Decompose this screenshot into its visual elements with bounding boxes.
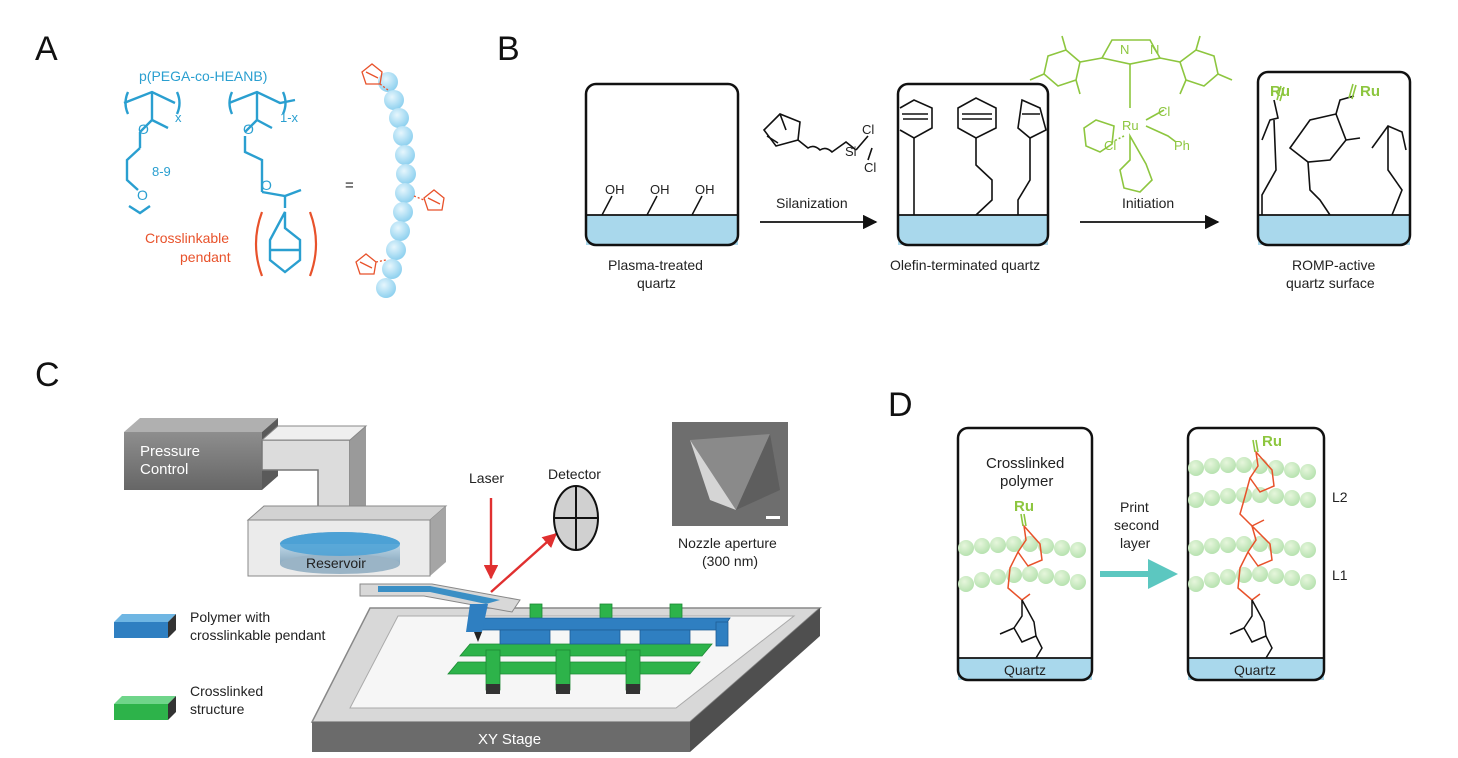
reflected-beam bbox=[490, 533, 558, 593]
silane-structure bbox=[762, 113, 873, 161]
arrow-label-2: second bbox=[1114, 517, 1159, 533]
pressure-label-2: Control bbox=[140, 461, 188, 478]
legend-polymer-2: crosslinkable pendant bbox=[190, 627, 326, 643]
box1-caption-1: Plasma-treated bbox=[608, 257, 703, 273]
ester-o-3: O bbox=[261, 177, 272, 193]
repeat-label: 8-9 bbox=[152, 164, 171, 179]
layer-label-l1: L1 bbox=[1332, 567, 1348, 583]
printed-lattice bbox=[447, 603, 731, 694]
box-plasma-quartz: OH OH OH bbox=[584, 82, 740, 247]
box-olefin-quartz bbox=[896, 82, 1050, 247]
polymer-name: p(PEGA-co-HEANB) bbox=[139, 68, 267, 84]
laser-label: Laser bbox=[469, 470, 504, 486]
legend-crosslinked-1: Crosslinked bbox=[190, 683, 263, 699]
cantilever bbox=[359, 583, 521, 642]
silane-cl-2: Cl bbox=[864, 160, 876, 175]
nozzle-sem-image bbox=[672, 422, 788, 526]
catalyst-structure bbox=[1029, 35, 1233, 193]
box3-ru-2: Ru bbox=[1360, 83, 1380, 100]
quartz-label-2: Quartz bbox=[1234, 662, 1276, 678]
pendant-label-2: pendant bbox=[180, 249, 231, 265]
catalyst-ru: Ru bbox=[1122, 118, 1139, 133]
panel-label-c: C bbox=[35, 356, 60, 394]
ester-o-2: O bbox=[243, 121, 254, 137]
box-d1-label-1: Crosslinked bbox=[986, 455, 1064, 472]
oh-2: OH bbox=[650, 182, 670, 197]
panel-label-b: B bbox=[497, 30, 520, 68]
box3-ru-1: Ru bbox=[1270, 83, 1290, 100]
subscript-1-x: 1-x bbox=[280, 110, 299, 125]
catalyst-n-2: N bbox=[1150, 42, 1159, 57]
polymer-structure bbox=[123, 90, 302, 274]
silane-cl-1: Cl bbox=[862, 122, 874, 137]
detector-icon bbox=[553, 485, 599, 551]
panel-b: OH OH OH Plasma-treated quartz Cl Si Cl … bbox=[584, 35, 1412, 291]
panel-label-a: A bbox=[35, 30, 58, 68]
legend-crosslinked-2: structure bbox=[190, 701, 245, 717]
panel-c: XY Stage bbox=[114, 418, 822, 752]
oh-3: OH bbox=[695, 182, 715, 197]
pendant-label-1: Crosslinkable bbox=[145, 230, 229, 246]
pendant-brackets bbox=[254, 211, 318, 277]
box1-caption-2: quartz bbox=[637, 275, 676, 291]
step-silanization: Silanization bbox=[776, 195, 848, 211]
box3-caption-1: ROMP-active bbox=[1292, 257, 1375, 273]
pressure-label-1: Pressure bbox=[140, 443, 200, 460]
detector-label: Detector bbox=[548, 466, 601, 482]
bead-chain bbox=[376, 72, 416, 298]
legend-polymer-1: Polymer with bbox=[190, 609, 270, 625]
panel-a: p(PEGA-co-HEANB) x 1-x 8 bbox=[123, 63, 445, 298]
catalyst-ph: Ph bbox=[1174, 138, 1190, 153]
legend-crosslinked-swatch bbox=[114, 696, 176, 720]
ru-label-2: Ru bbox=[1262, 433, 1282, 450]
catalyst-cl-1: Cl bbox=[1158, 104, 1170, 119]
box2-caption: Olefin-terminated quartz bbox=[890, 257, 1040, 273]
layer-label-l2: L2 bbox=[1332, 489, 1348, 505]
box-d1-label-2: polymer bbox=[1000, 473, 1053, 490]
ether-o: O bbox=[137, 187, 148, 203]
nozzle-label-2: (300 nm) bbox=[702, 553, 758, 569]
step-initiation: Initiation bbox=[1122, 195, 1174, 211]
reservoir-label: Reservoir bbox=[306, 555, 366, 571]
box-romp-active bbox=[1256, 70, 1412, 247]
oh-1: OH bbox=[605, 182, 625, 197]
ru-label-1: Ru bbox=[1014, 498, 1034, 515]
pressure-pipe bbox=[260, 425, 368, 526]
catalyst-cl-2: Cl bbox=[1104, 138, 1116, 153]
panel-label-d: D bbox=[888, 386, 913, 424]
box-second-layer bbox=[1186, 426, 1326, 682]
xy-stage-label: XY Stage bbox=[478, 731, 541, 748]
panel-d: Crosslinked polymer Ru Quartz Print seco… bbox=[956, 426, 1348, 682]
box-crosslinked bbox=[956, 426, 1094, 682]
reservoir-housing bbox=[246, 505, 448, 577]
equals-sign: = bbox=[345, 177, 354, 194]
catalyst-n-1: N bbox=[1120, 42, 1129, 57]
box3-caption-2: quartz surface bbox=[1286, 275, 1375, 291]
quartz-label-1: Quartz bbox=[1004, 662, 1046, 678]
arrow-label-1: Print bbox=[1120, 499, 1149, 515]
ester-o-1: O bbox=[138, 121, 149, 137]
legend-polymer-swatch bbox=[114, 614, 176, 638]
silane-si: Si bbox=[845, 144, 857, 159]
arrow-label-3: layer bbox=[1120, 535, 1151, 551]
subscript-x: x bbox=[175, 110, 182, 125]
nozzle-label-1: Nozzle aperture bbox=[678, 535, 777, 551]
bead-pendants bbox=[355, 63, 445, 275]
